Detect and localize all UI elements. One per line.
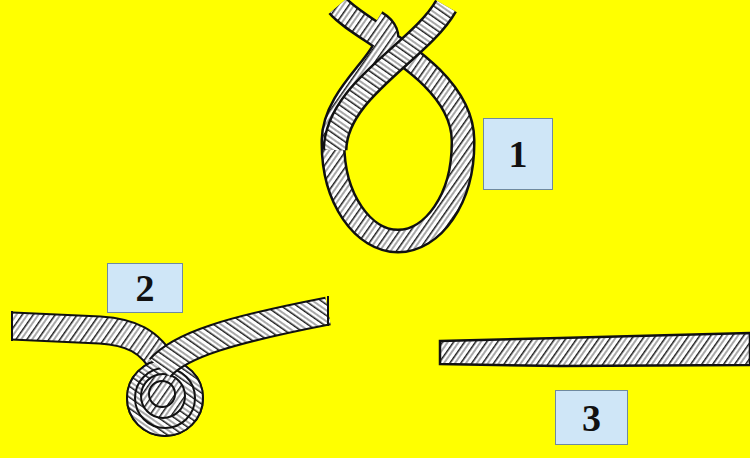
rope-outline xyxy=(333,6,463,241)
rope-strands xyxy=(160,311,328,368)
callout-number: 1 xyxy=(509,135,528,173)
rope-end xyxy=(11,311,13,341)
knot-coil xyxy=(135,368,195,428)
rope-outline xyxy=(160,311,328,368)
rope-body xyxy=(440,333,750,366)
straight-rope xyxy=(440,333,750,366)
callout-number: 2 xyxy=(136,269,155,307)
rope-strands xyxy=(12,326,165,368)
callout-box: 2 xyxy=(107,263,183,313)
rope-outline xyxy=(12,326,165,368)
knot-coil xyxy=(141,374,185,418)
kinked-loop-rope xyxy=(333,6,463,241)
knot-coil xyxy=(149,381,175,407)
rope-end xyxy=(327,296,329,326)
callout-box: 3 xyxy=(555,390,628,445)
callout-number: 3 xyxy=(582,399,601,437)
rope-outline xyxy=(335,6,446,150)
rope-strands xyxy=(335,6,446,150)
rope-strands xyxy=(333,6,463,241)
callout-box: 1 xyxy=(483,118,553,190)
knotted-rope xyxy=(12,296,328,436)
